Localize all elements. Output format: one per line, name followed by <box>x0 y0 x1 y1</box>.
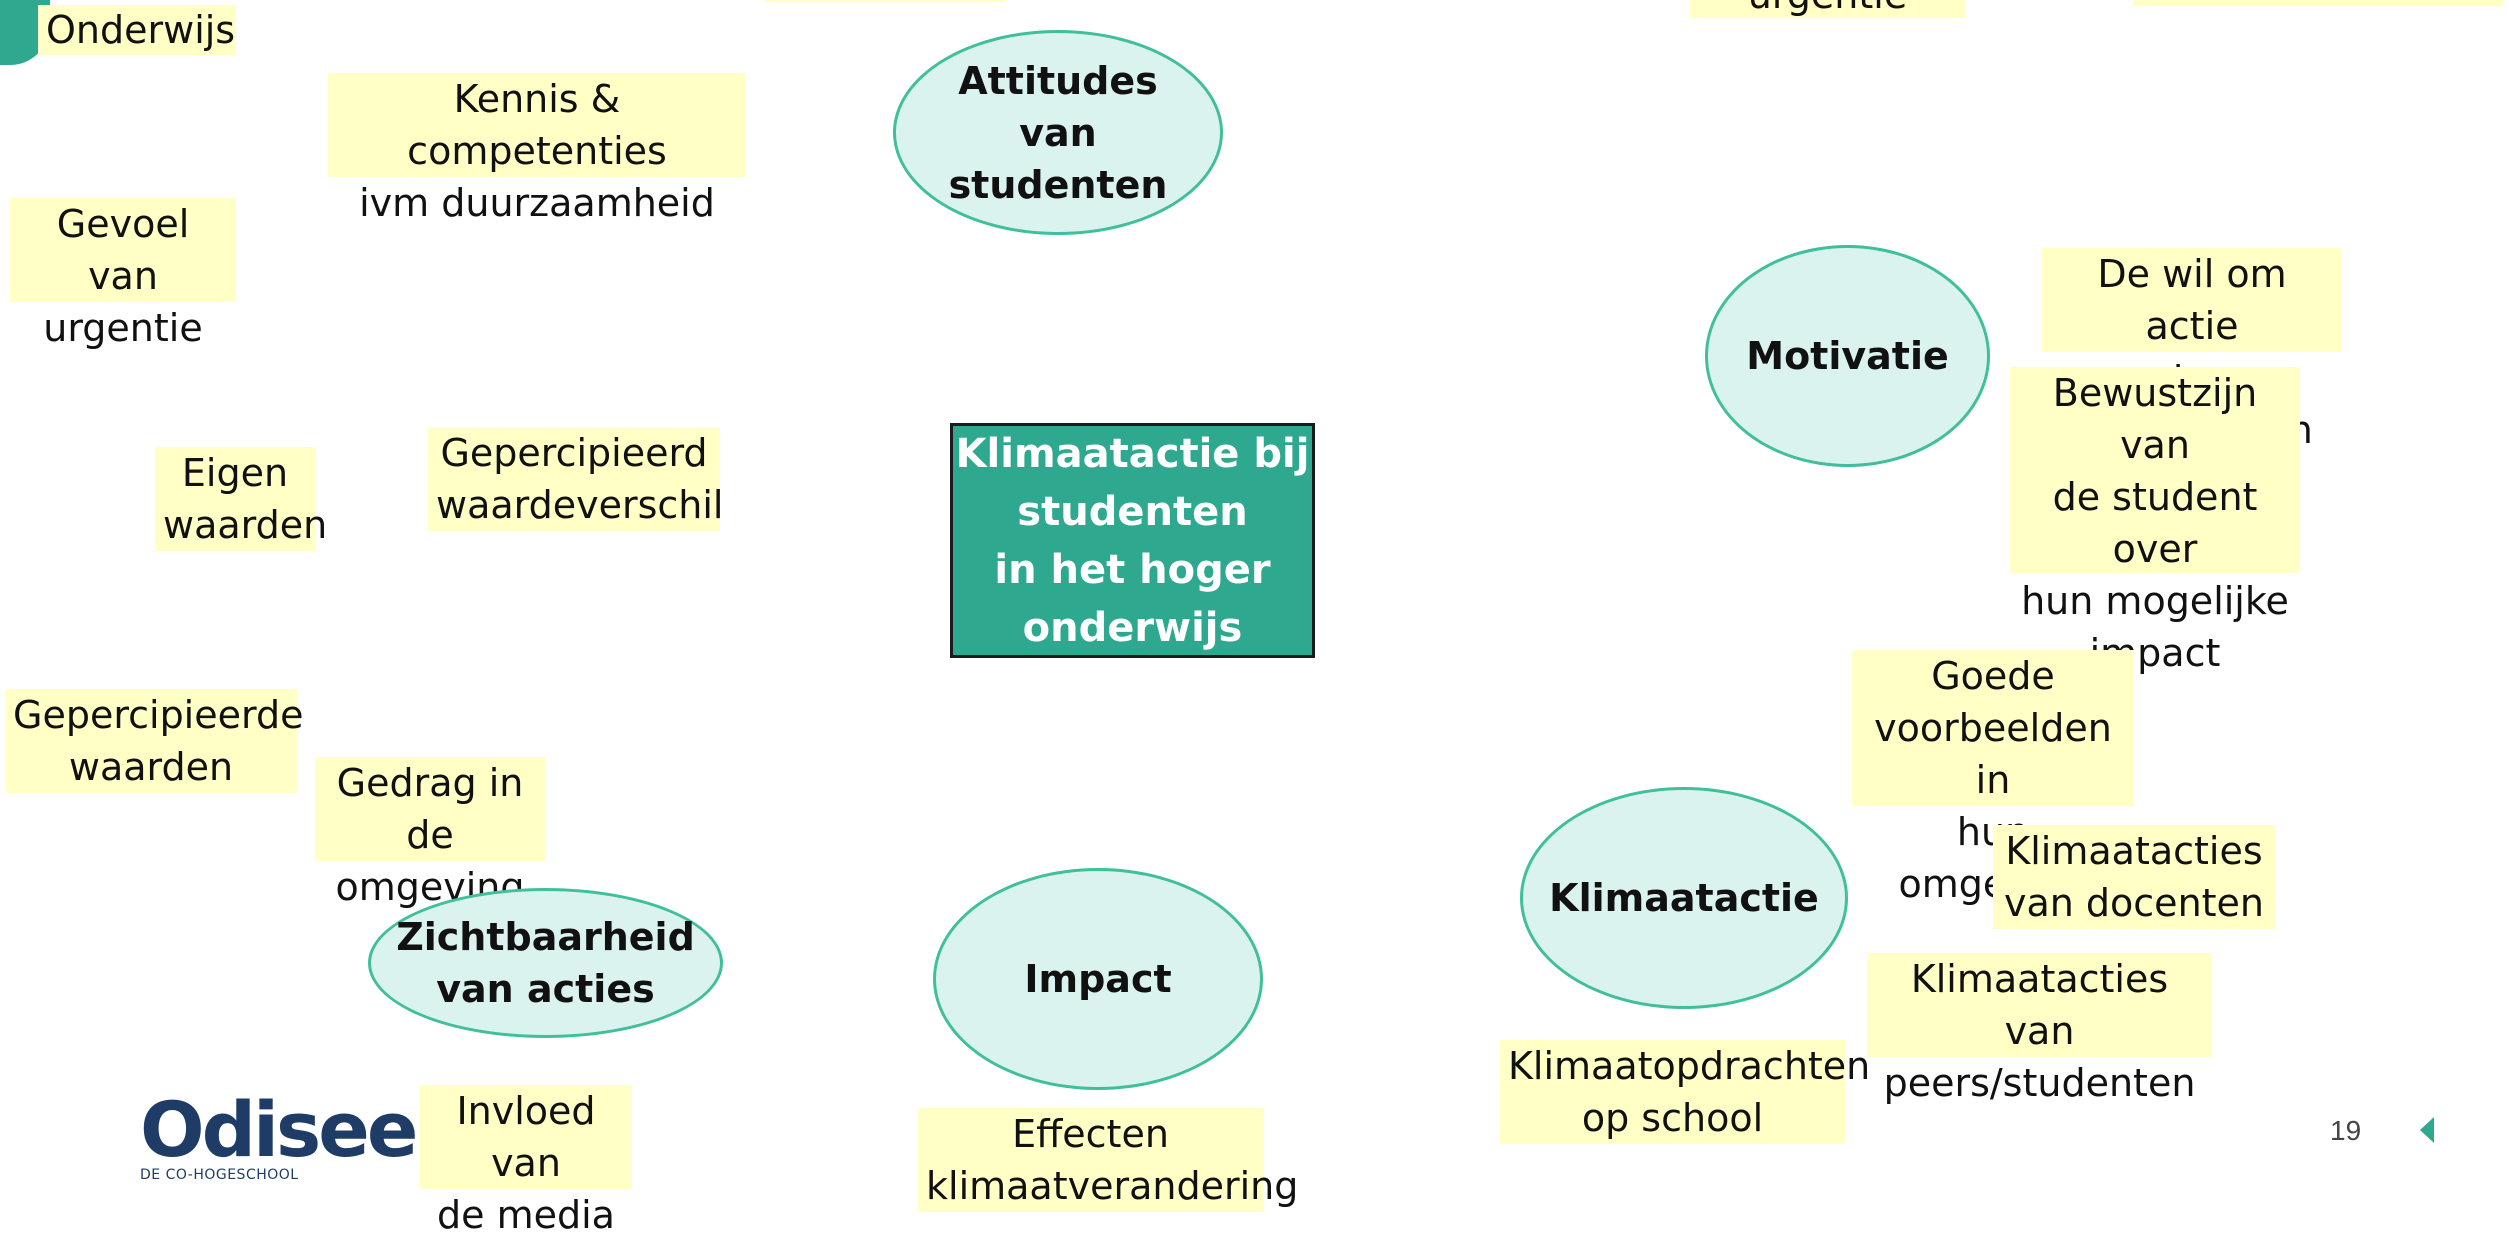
note-gepercipieerde-waarden: Gepercipieerde waarden <box>5 689 303 793</box>
note-clipped-top-center <box>765 0 1005 2</box>
note-onderwijs: Onderwijs <box>38 5 236 55</box>
note-klimaatacties-peers: Klimaatacties van peers/studenten <box>1867 953 2212 1105</box>
note-bewustzijn: Bewustzijn van de student over hun mogel… <box>2010 367 2300 675</box>
note-eigen-waarden: Eigen waarden <box>155 447 327 551</box>
theme-klimaatactie: Klimaatactie <box>1520 787 1848 1009</box>
note-gepercipieerd-waardeverschil: Gepercipieerd waardeverschil <box>428 427 724 531</box>
note-effecten-klimaatverandering: Effecten klimaatverandering <box>918 1108 1298 1212</box>
note-gedrag-in-de-omgeving: Gedrag in de omgeving <box>315 757 545 909</box>
note-wil-om-actie: De wil om actie te ondernemen <box>2042 248 2342 452</box>
note-gevoel-van-urgentie: Gevoel van urgentie <box>10 198 236 350</box>
odisee-logo: Odisee DE CO-HOGESCHOOL <box>140 1085 418 1184</box>
note-klimaatopdrachten: Klimaatopdrachten op school <box>1500 1040 1870 1144</box>
logo-wordmark: Odisee <box>140 1085 418 1174</box>
previous-slide-arrow-icon[interactable] <box>2420 1117 2434 1143</box>
note-urgentie-top: urgentie <box>1690 0 1965 18</box>
theme-attitudes: Attitudes van studenten <box>893 30 1223 235</box>
theme-motivatie: Motivatie <box>1705 245 1990 467</box>
logo-tagline: DE CO-HOGESCHOOL <box>140 1167 299 1183</box>
note-goede-voorbeelden: Goede voorbeelden in hun omgeving <box>1852 650 2134 906</box>
note-invloed-van-de-media: Invloed van de media <box>420 1085 632 1237</box>
theme-impact: Impact <box>933 868 1263 1090</box>
central-topic-box: Klimaatactie bij studenten in het hoger … <box>950 423 1315 658</box>
note-clipped-top-right <box>2133 0 2503 6</box>
page-number: 19 <box>2330 1115 2362 1146</box>
note-kennis: Kennis & competenties ivm duurzaamheid <box>328 73 746 225</box>
note-klimaatacties-docenten: Klimaatacties van docenten <box>1993 825 2275 929</box>
theme-zichtbaarheid: Zichtbaarheid van acties <box>368 888 723 1038</box>
